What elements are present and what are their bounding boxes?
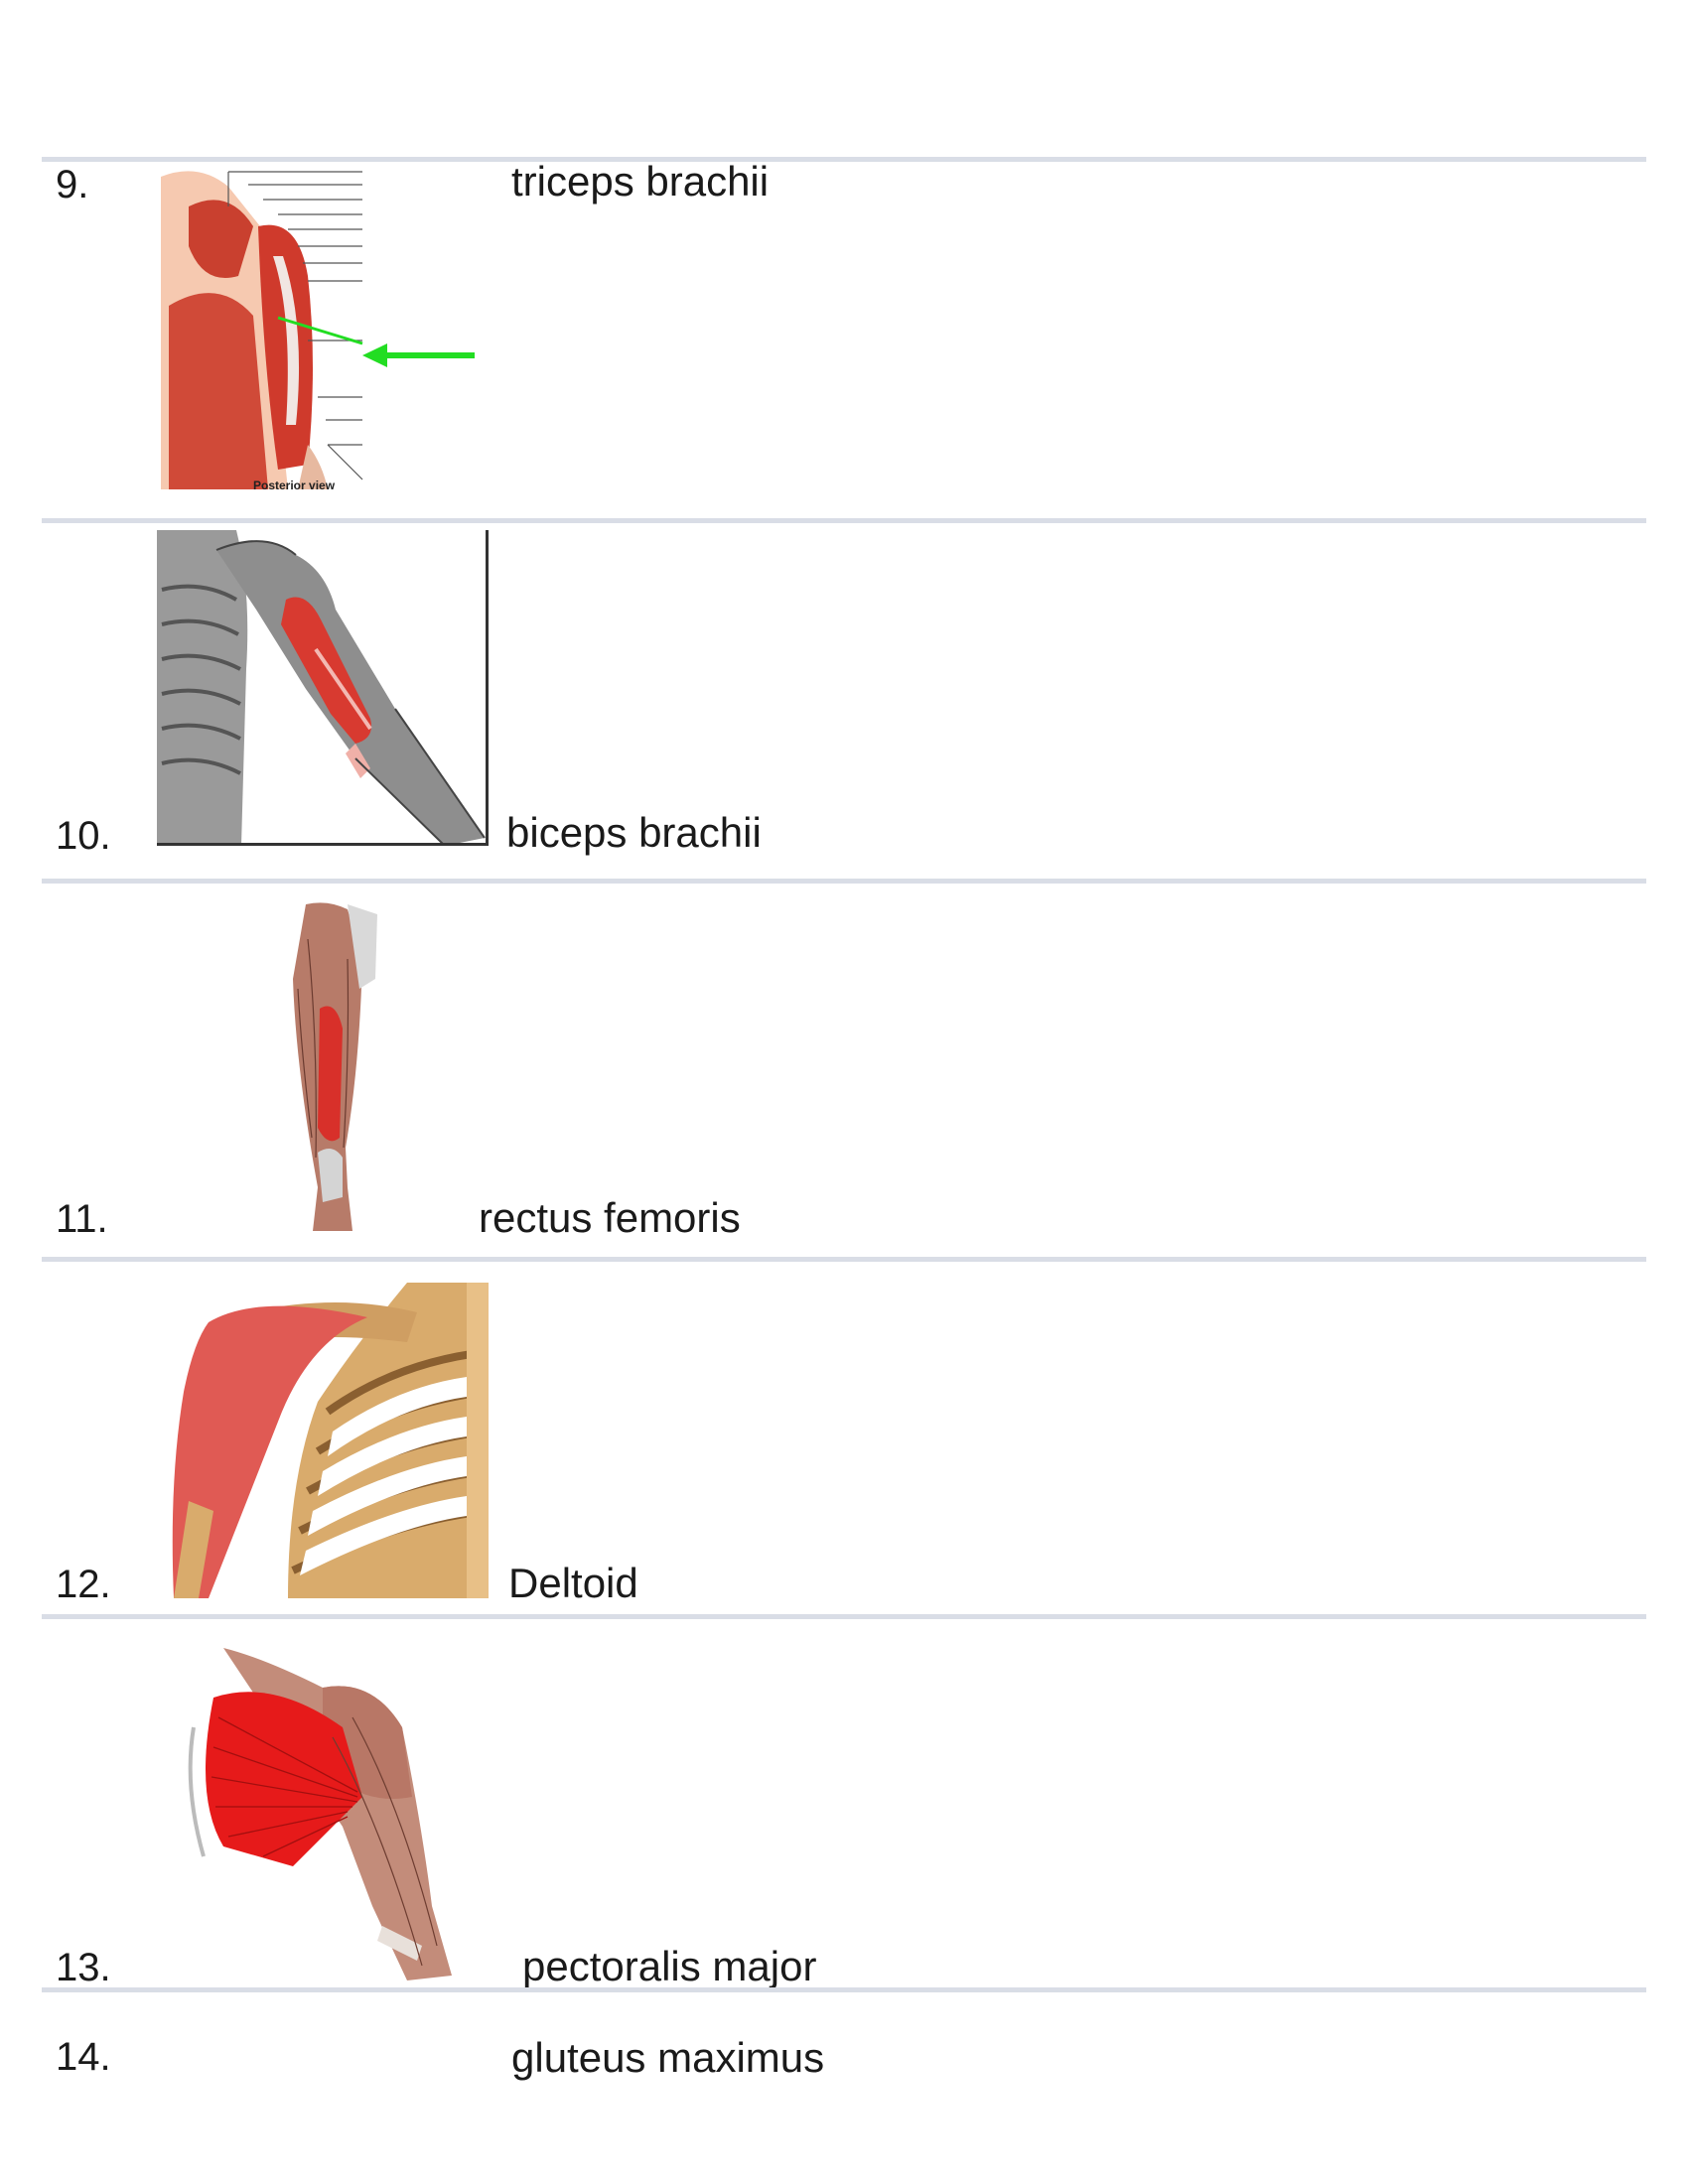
biceps-illustration-svg [157, 530, 489, 846]
item-number-12: 12. [56, 1563, 111, 1606]
rectus-femoris-illustration [288, 899, 387, 1231]
item-number-10: 10. [56, 814, 111, 858]
item-number-13: 13. [56, 1946, 111, 1989]
item-number-14: 14. [56, 2035, 111, 2079]
pectoralis-major-illustration [184, 1648, 462, 1985]
answer-13: pectoralis major [522, 1943, 817, 1989]
item-number-11: 11. [56, 1197, 108, 1241]
image-caption-posterior-view: Posterior view [253, 478, 336, 492]
row-divider [42, 1614, 1646, 1619]
row-divider [42, 518, 1646, 523]
triceps-illustration-svg [159, 167, 477, 494]
pectoralis-major-illustration-svg [184, 1648, 462, 1985]
row-divider [42, 1257, 1646, 1262]
answer-9: triceps brachii [511, 158, 770, 205]
item-number-9: 9. [56, 163, 89, 206]
row-divider [42, 879, 1646, 884]
answer-11: rectus femoris [479, 1194, 741, 1241]
triceps-illustration: Posterior view [159, 167, 477, 494]
biceps-illustration [157, 530, 489, 846]
rectus-femoris-illustration-svg [288, 899, 387, 1231]
row-divider-top [42, 157, 1646, 162]
pointer-line [277, 316, 363, 345]
arrow-left-icon [362, 343, 475, 367]
deltoid-illustration-svg [169, 1283, 489, 1598]
answer-12: Deltoid [508, 1560, 638, 1606]
answer-10: biceps brachii [506, 809, 762, 856]
answer-14: gluteus maximus [511, 2034, 825, 2081]
deltoid-illustration [169, 1283, 489, 1598]
row-divider [42, 1987, 1646, 1992]
